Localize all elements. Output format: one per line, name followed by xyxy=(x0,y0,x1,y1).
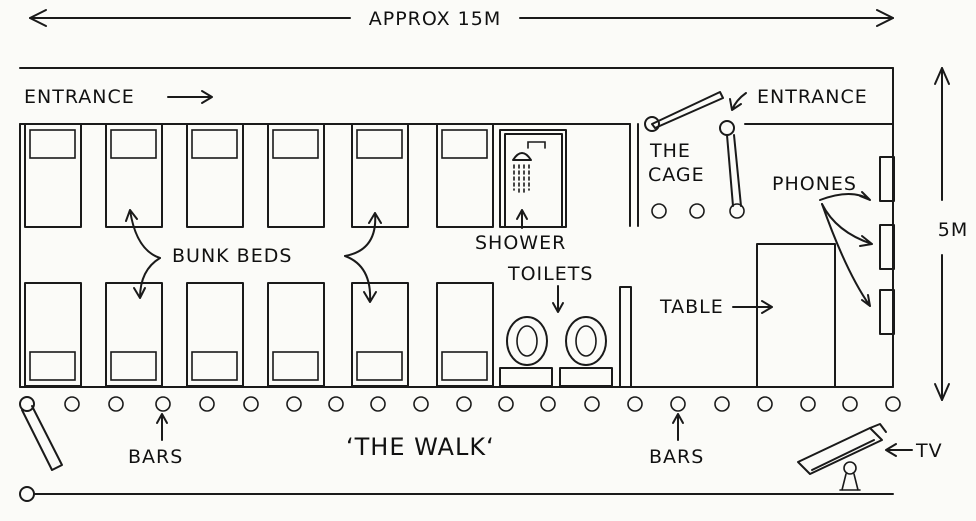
length-dimension-label: APPROX 15M xyxy=(369,8,501,30)
bunk-beds-bottom-row xyxy=(24,282,494,387)
width-dimension-arrow xyxy=(934,67,950,401)
bars-left-arrow xyxy=(156,413,168,441)
tv-arrow xyxy=(885,443,913,457)
phones-icons xyxy=(879,156,895,335)
phones-label: PHONES xyxy=(772,173,857,195)
cage-label-line1: THE xyxy=(649,140,691,162)
bars-right-arrow xyxy=(672,413,684,441)
bars-right-label: BARS xyxy=(649,446,704,468)
tv-label: TV xyxy=(915,440,943,462)
width-dimension-label: 5M xyxy=(938,219,968,241)
the-cage xyxy=(629,91,745,227)
toilets-arrow xyxy=(552,285,564,313)
shower-label: SHOWER xyxy=(475,232,566,254)
length-dimension-arrow xyxy=(29,9,894,27)
shower-head-icon xyxy=(513,164,530,195)
bottom-wall xyxy=(19,486,894,502)
bunk-beds-arrows xyxy=(125,209,382,303)
table-label: TABLE xyxy=(659,296,724,318)
toilet-icon-2 xyxy=(559,316,613,387)
table-arrow xyxy=(732,300,773,314)
bunk-beds-top-row xyxy=(24,123,494,228)
bunk-beds-label: BUNK BEDS xyxy=(172,245,292,267)
the-walk-label: ‘THE WALK‘ xyxy=(346,433,495,461)
bars-row xyxy=(64,396,901,412)
partition-wall xyxy=(619,286,632,388)
phones-arrows xyxy=(819,191,873,307)
toilets-label: TOILETS xyxy=(507,263,593,285)
cage-label-line2: CAGE xyxy=(648,164,705,186)
entrance-left-label: ENTRANCE xyxy=(24,86,135,108)
toilet-icon xyxy=(499,316,553,387)
shower-cubicle xyxy=(499,129,567,228)
table xyxy=(756,243,836,388)
bar-gate xyxy=(19,396,63,471)
shower-arrow xyxy=(516,209,528,229)
entrance-left-arrow xyxy=(167,90,213,104)
entrance-right-arrow xyxy=(729,92,747,111)
tv-camera-icon xyxy=(797,423,887,491)
bars-left-label: BARS xyxy=(128,446,183,468)
entrance-right-label: ENTRANCE xyxy=(757,86,868,108)
